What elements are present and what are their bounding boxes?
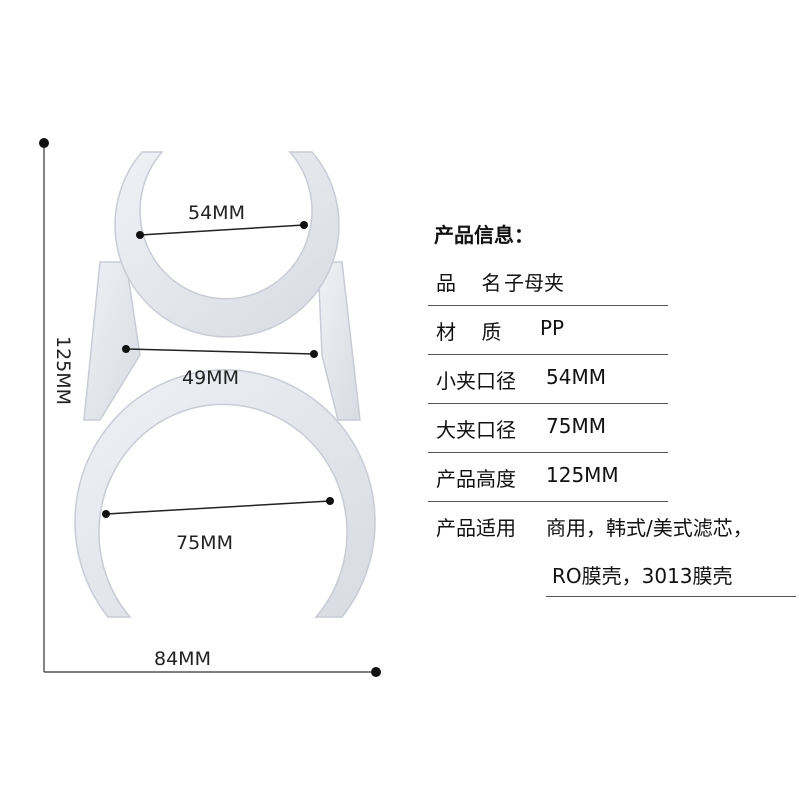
info-value: 75MM [546, 414, 606, 438]
bottom-inner-endpoint-right [326, 497, 334, 505]
middle-endpoint-left [122, 345, 130, 353]
info-key: 小夹口径 [436, 369, 516, 393]
info-key: 产品适用 [436, 516, 516, 540]
width-label: 84MM [154, 648, 211, 670]
info-row-usage: 产品适用 商用，韩式/美式滤芯， [428, 502, 800, 550]
info-row-usage-continued: RO膜壳，3013膜壳 [546, 558, 796, 597]
clip-web [83, 261, 141, 421]
info-value-continued: RO膜壳，3013膜壳 [552, 564, 733, 588]
info-row-name: 品 名 子母夹 [428, 257, 668, 306]
height-label: 125MM [52, 336, 74, 405]
top-inner-endpoint-right [300, 221, 308, 229]
bottom-inner-endpoint-left [102, 510, 110, 518]
top-inner-endpoint-left [136, 231, 144, 239]
info-key: 材 质 [436, 320, 502, 344]
product-info-title: 产品信息： [434, 223, 534, 247]
width-endpoint-right [371, 667, 381, 677]
info-value: 54MM [546, 365, 606, 389]
small-ring [114, 151, 340, 338]
clip-web-right [317, 261, 361, 421]
large-ring [74, 369, 376, 618]
info-value: PP [540, 316, 565, 340]
width-dimension: 84MM [44, 648, 381, 677]
info-value: 商用，韩式/美式滤芯， [546, 516, 753, 540]
middle-dimension: 49MM [122, 345, 318, 389]
info-row-material: 材 质 PP [428, 306, 668, 355]
top-inner-label: 54MM [188, 202, 245, 224]
height-endpoint-top [39, 138, 49, 148]
info-row-height: 产品高度 125MM [428, 453, 668, 502]
info-key: 大夹口径 [436, 418, 516, 442]
middle-label: 49MM [182, 367, 239, 389]
info-row-large-clip: 大夹口径 75MM [428, 404, 668, 453]
info-key: 品 名 [436, 271, 502, 295]
middle-endpoint-right [310, 350, 318, 358]
height-dimension: 125MM [39, 138, 74, 672]
info-row-small-clip: 小夹口径 54MM [428, 355, 668, 404]
clip-body [74, 151, 376, 618]
bottom-inner-dimension: 75MM [102, 497, 334, 554]
info-value: 125MM [546, 463, 619, 487]
info-value: 子母夹 [504, 271, 564, 295]
bottom-inner-label: 75MM [176, 532, 233, 554]
top-inner-dimension: 54MM [136, 202, 308, 239]
info-key: 产品高度 [436, 467, 516, 491]
